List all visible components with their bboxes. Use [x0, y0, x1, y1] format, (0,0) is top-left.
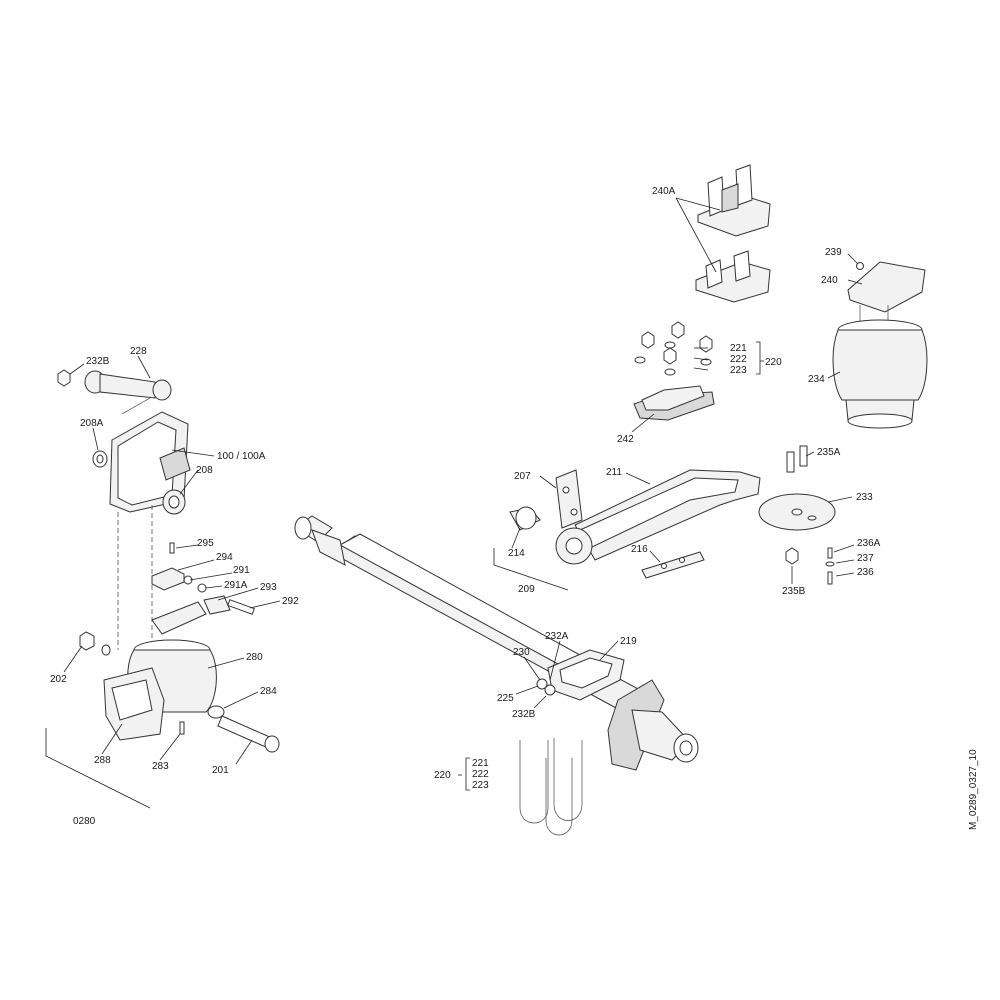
label-232B-mid: 232B	[512, 709, 536, 720]
label-225: 225	[497, 693, 514, 704]
label-222-bottom: 222	[472, 769, 489, 780]
label-240A: 240A	[652, 186, 676, 197]
label-236A: 236A	[857, 538, 881, 549]
plate-240	[847, 261, 926, 313]
label-221: 221	[730, 343, 747, 354]
label-288: 288	[94, 755, 111, 766]
label-242: 242	[617, 434, 634, 445]
nut-group-221-223	[634, 321, 713, 376]
label-219: 219	[620, 636, 637, 647]
label-233: 233	[856, 492, 873, 503]
label-223-bottom: 223	[472, 780, 489, 791]
drawing-code: M_0289_0327_10	[968, 749, 979, 830]
nut-239	[856, 262, 864, 270]
leader-lines	[63, 197, 863, 791]
bracket-240A-lower	[695, 250, 771, 303]
label-201: 201	[212, 765, 229, 776]
label-230: 230	[513, 647, 530, 658]
bracket-288	[103, 667, 165, 741]
label-280: 280	[246, 652, 263, 663]
label-291: 291	[233, 565, 250, 576]
screw-283	[179, 721, 185, 735]
label-237: 237	[857, 553, 874, 564]
label-234: 234	[808, 374, 825, 385]
label-100-100A: 100 / 100A	[217, 451, 266, 462]
label-216: 216	[631, 544, 648, 555]
label-293: 293	[260, 582, 277, 593]
bracket-207	[555, 469, 583, 529]
u-bolts-220	[519, 738, 583, 836]
fasteners-235B-236	[785, 547, 835, 585]
trailing-arm-211	[555, 469, 761, 565]
axle-hub	[607, 679, 699, 771]
label-240: 240	[821, 275, 838, 286]
label-236: 236	[857, 567, 874, 578]
plate-216	[641, 551, 705, 579]
small-parts-29x	[151, 542, 255, 635]
label-222: 222	[730, 354, 747, 365]
fasteners-232A-232B	[536, 678, 556, 696]
label-232A: 232A	[545, 631, 569, 642]
label-214: 214	[508, 548, 525, 559]
label-221-bottom: 221	[472, 758, 489, 769]
label-220: 220	[765, 357, 782, 368]
label-235A: 235A	[817, 447, 841, 458]
nut-202	[79, 631, 111, 656]
bracket-100-100A	[109, 411, 191, 513]
clamp-plate-242	[633, 385, 715, 421]
bushing-214	[509, 506, 541, 531]
label-228: 228	[130, 346, 147, 357]
pins-235A	[786, 445, 808, 473]
shock-absorber-228	[57, 369, 172, 415]
label-0280: 0280	[73, 816, 96, 827]
label-291A: 291A	[224, 580, 248, 591]
label-202: 202	[50, 674, 67, 685]
label-294: 294	[216, 552, 233, 563]
label-211: 211	[606, 467, 622, 478]
bolt-201	[217, 715, 280, 753]
label-239: 239	[825, 247, 842, 258]
label-220-bottom: 220	[434, 770, 451, 781]
label-283: 283	[152, 761, 169, 772]
air-spring-234	[832, 305, 928, 429]
part-labels: 240A 239 240 221 222 223 220 234 242 235…	[50, 186, 881, 827]
label-235B: 235B	[782, 586, 806, 597]
washer-208A	[92, 450, 108, 468]
label-232B-top: 232B	[86, 356, 110, 367]
label-208A: 208A	[80, 418, 104, 429]
group-bracket-0280	[45, 728, 151, 809]
label-292: 292	[282, 596, 299, 607]
label-207: 207	[514, 471, 531, 482]
label-208: 208	[196, 465, 213, 476]
label-209: 209	[518, 584, 535, 595]
bushing-208	[162, 489, 186, 515]
disc-233	[758, 493, 836, 531]
bracket-240A-upper	[697, 164, 771, 237]
label-284: 284	[260, 686, 277, 697]
washer-284	[207, 705, 225, 719]
label-295: 295	[197, 538, 214, 549]
label-223: 223	[730, 365, 747, 376]
